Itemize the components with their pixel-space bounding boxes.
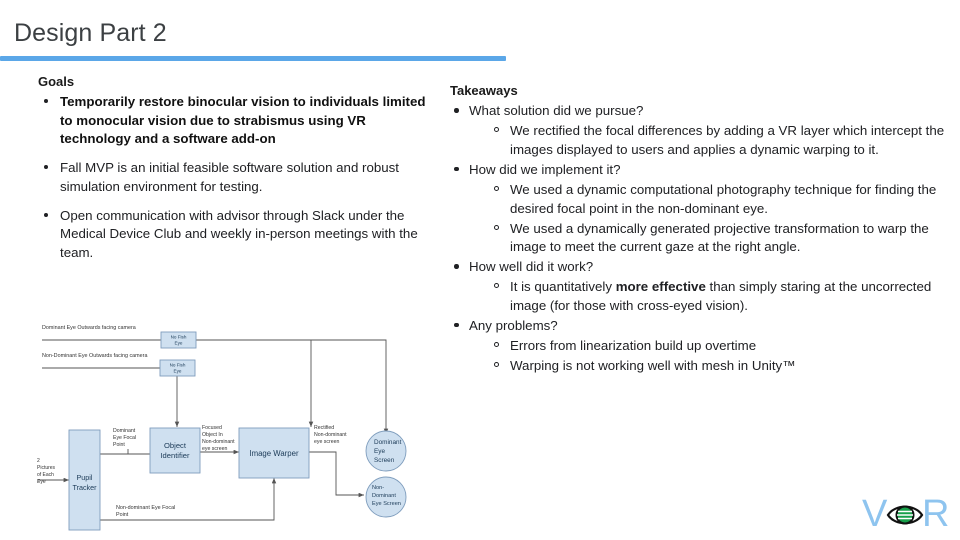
goal-text: Fall MVP is an initial feasible software…: [60, 160, 399, 194]
takeaway-answer-text: Errors from linearization build up overt…: [510, 337, 757, 353]
svg-text:Eye: Eye: [174, 369, 182, 374]
takeaway-answer: Warping is not working well with mesh in…: [450, 357, 955, 376]
title-divider: [0, 56, 506, 61]
bullet-ring-icon: [494, 127, 499, 133]
svg-text:Eye: Eye: [374, 448, 385, 455]
goal-text: Open communication with advisor through …: [60, 207, 418, 260]
takeaway-answer: We used a dynamically generated projecti…: [450, 220, 955, 258]
svg-text:Image Warper: Image Warper: [249, 449, 299, 458]
svg-text:No Fish: No Fish: [170, 363, 186, 368]
label-nondominant-focal: Non-dominant Eye Focal: [116, 505, 175, 511]
node-non-dominant-eye-screen: Non- Dominant Eye Screen: [365, 476, 407, 518]
label-focused-object: Focused: [202, 425, 222, 431]
node-dominant-eye-screen: Dominant Eye Screen: [365, 430, 407, 472]
takeaway-answer-text: Warping is not working well with mesh in…: [510, 357, 796, 373]
node-pupil-tracker: Pupil Tracker: [68, 429, 101, 531]
svg-text:Object: Object: [164, 441, 187, 450]
takeaway-question: Any problems?: [450, 317, 955, 336]
takeaway-answer: We used a dynamic computational photogra…: [450, 181, 955, 219]
takeaway-answer-text: We used a dynamically generated projecti…: [510, 220, 929, 255]
bullet-dot-icon: [454, 166, 459, 172]
goals-list: Temporarily restore binocular vision to …: [38, 93, 428, 262]
takeaway-question: How did we implement it?: [450, 161, 955, 180]
goal-item: Open communication with advisor through …: [38, 207, 428, 262]
label-nondominant-camera: Non-Dominant Eye Outwards facing camera: [42, 353, 147, 359]
eye-icon: [886, 505, 924, 525]
bullet-dot-icon: [44, 212, 48, 217]
bullet-ring-icon: [494, 341, 499, 347]
label-focused-object: eye screen: [202, 446, 227, 452]
bullet-ring-icon: [494, 185, 499, 191]
goal-item: Temporarily restore binocular vision to …: [38, 93, 428, 148]
svg-text:Screen: Screen: [374, 457, 395, 464]
takeaway-answer: It is quantitatively more effective than…: [450, 278, 955, 316]
takeaway-answer-text: We used a dynamic computational photogra…: [510, 181, 937, 216]
takeaways-heading: Takeaways: [450, 83, 518, 98]
takeaway-question-text: How well did it work?: [469, 259, 594, 275]
label-dominant-focal: Dominant: [113, 428, 136, 434]
svg-text:No Fish: No Fish: [171, 335, 187, 340]
architecture-diagram: No Fish Eye No Fish Eye Pupil Tracker Ob…: [24, 316, 434, 538]
label-dominant-camera: Dominant Eye Outwards facing camera: [42, 325, 136, 331]
bullet-ring-icon: [494, 283, 499, 289]
goal-text: Temporarily restore binocular vision to …: [60, 94, 426, 146]
node-no-fish-eye-dominant: No Fish Eye: [160, 331, 197, 349]
label-rectified: Rectified: [314, 425, 334, 431]
label-pictures-in: Pictures: [37, 465, 56, 471]
takeaway-question-text: How did we implement it?: [469, 161, 621, 177]
page-title: Design Part 2: [14, 19, 167, 47]
logo-letter-v: V: [862, 493, 888, 534]
label-dominant-focal: Eye Focal: [113, 435, 136, 441]
svg-text:Dominant: Dominant: [374, 439, 402, 446]
svg-text:Pupil: Pupil: [77, 473, 93, 482]
node-image-warper: Image Warper: [238, 427, 310, 479]
goals-heading: Goals: [38, 74, 75, 89]
label-rectified: Non-dominant: [314, 432, 347, 438]
takeaway-answer-text: It is quantitatively more effective than…: [510, 279, 932, 313]
takeaway-question: What solution did we pursue?: [450, 102, 955, 121]
takeaway-question-text: What solution did we pursue?: [469, 103, 644, 119]
ver-logo: V R: [862, 492, 954, 535]
svg-text:Tracker: Tracker: [72, 483, 97, 492]
goals-column: Goals Temporarily restore binocular visi…: [38, 74, 428, 273]
goal-item: Fall MVP is an initial feasible software…: [38, 159, 428, 196]
node-no-fish-eye-nondominant: No Fish Eye: [159, 359, 196, 377]
takeaways-column: Takeaways What solution did we pursue? W…: [450, 83, 955, 377]
label-dominant-focal: Point: [113, 442, 125, 448]
label-focused-object: Non-dominant: [202, 439, 235, 445]
svg-text:Non-: Non-: [372, 485, 384, 491]
bullet-dot-icon: [454, 322, 459, 328]
bullet-dot-icon: [44, 99, 48, 104]
label-nondominant-focal: Point: [116, 512, 129, 518]
bullet-dot-icon: [454, 264, 459, 269]
label-rectified: eye screen: [314, 439, 339, 445]
bullet-dot-icon: [454, 108, 459, 113]
takeaway-answer-text: We rectified the focal differences by ad…: [510, 123, 945, 157]
takeaways-list: What solution did we pursue? We rectifie…: [450, 102, 955, 375]
takeaway-question: How well did it work?: [450, 258, 955, 277]
bullet-ring-icon: [494, 224, 499, 230]
label-focused-object: Object In: [202, 432, 223, 438]
label-pictures-in: 2: [37, 458, 40, 464]
bullet-ring-icon: [494, 361, 499, 367]
takeaway-answer: We rectified the focal differences by ad…: [450, 122, 955, 160]
label-pictures-in: Eye: [37, 479, 46, 485]
takeaway-answer: Errors from linearization build up overt…: [450, 337, 955, 356]
logo-letter-r: R: [922, 493, 949, 534]
bullet-dot-icon: [44, 165, 48, 170]
svg-text:Eye Screen: Eye Screen: [372, 501, 401, 507]
node-object-identifier: Object Identifier: [149, 427, 201, 474]
svg-text:Eye: Eye: [175, 341, 183, 346]
svg-text:Dominant: Dominant: [372, 493, 396, 499]
svg-text:Identifier: Identifier: [160, 451, 190, 460]
takeaway-question-text: Any problems?: [469, 317, 558, 333]
label-pictures-in: of Each: [37, 472, 54, 478]
